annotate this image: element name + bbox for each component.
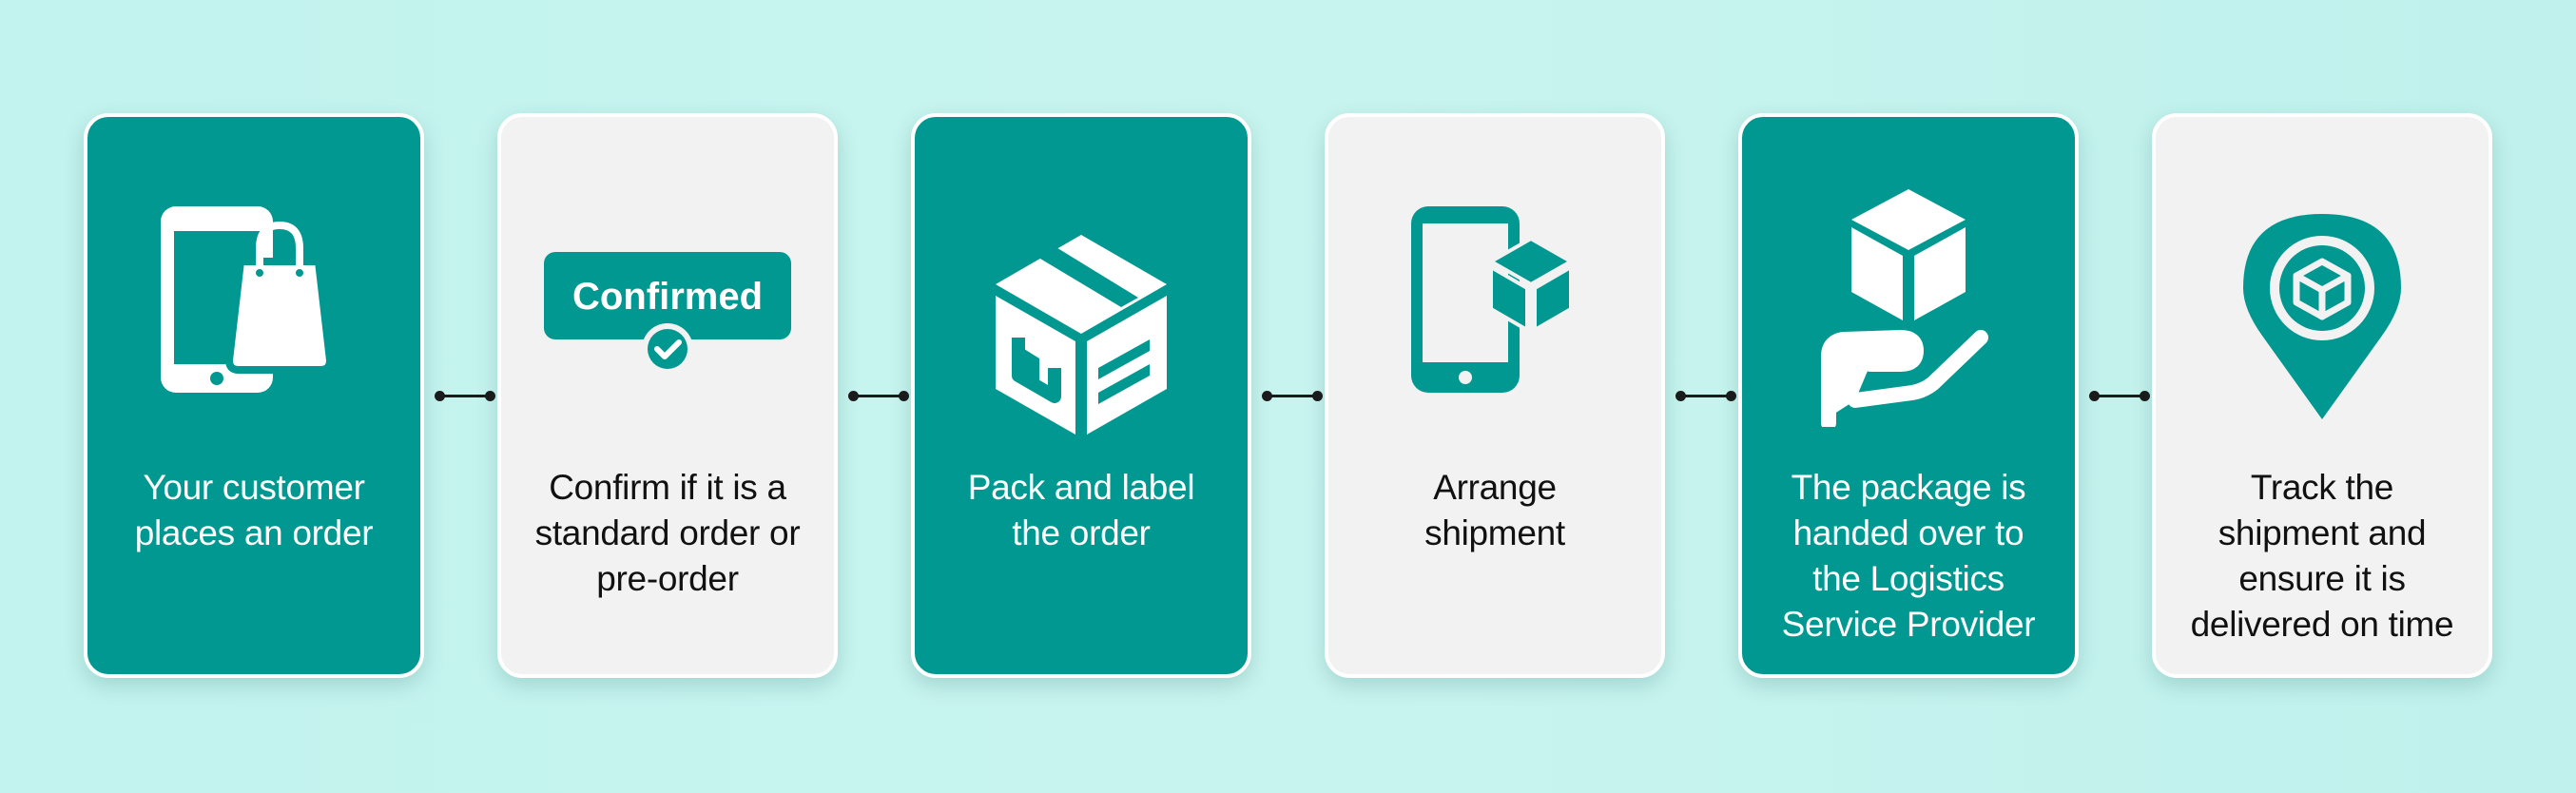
order-process-flow: Your customer places an order Confirmed … bbox=[84, 113, 2494, 678]
connector-2 bbox=[848, 391, 909, 401]
package-box-icon bbox=[996, 235, 1167, 435]
step-card-5: The package is handed over to the Logist… bbox=[1738, 113, 2079, 678]
step-card-3: Pack and label the order bbox=[911, 113, 1251, 678]
connector-1 bbox=[435, 391, 495, 401]
step-card-5-text: The package is handed over to the Logist… bbox=[1781, 468, 2036, 644]
step-card-6-text: Track the shipment and ensure it is deli… bbox=[2190, 468, 2454, 644]
step-card-3-text: Pack and label the order bbox=[967, 468, 1195, 552]
hand-package-icon bbox=[1821, 189, 1988, 427]
step-card-2: Confirmed Confirm if it is a standard or… bbox=[497, 113, 838, 678]
phone-shopping-bag-icon bbox=[161, 206, 335, 393]
step-card-1: Your customer places an order bbox=[84, 113, 424, 678]
step-card-2-text: Confirm if it is a standard order or pre… bbox=[534, 468, 801, 598]
step-card-4-text: Arrange shipment bbox=[1424, 468, 1565, 552]
step-card-1-text: Your customer places an order bbox=[134, 468, 374, 552]
phone-package-icon bbox=[1411, 206, 1576, 393]
location-pin-package-icon bbox=[2243, 214, 2401, 419]
step-card-6: Track the shipment and ensure it is deli… bbox=[2152, 113, 2492, 678]
connector-4 bbox=[1675, 391, 1736, 401]
confirmed-badge-icon: Confirmed bbox=[544, 252, 791, 375]
connector-5 bbox=[2089, 391, 2150, 401]
connector-3 bbox=[1262, 391, 1323, 401]
step-card-4: Arrange shipment bbox=[1325, 113, 1665, 678]
confirmed-badge-label: Confirmed bbox=[572, 276, 763, 318]
